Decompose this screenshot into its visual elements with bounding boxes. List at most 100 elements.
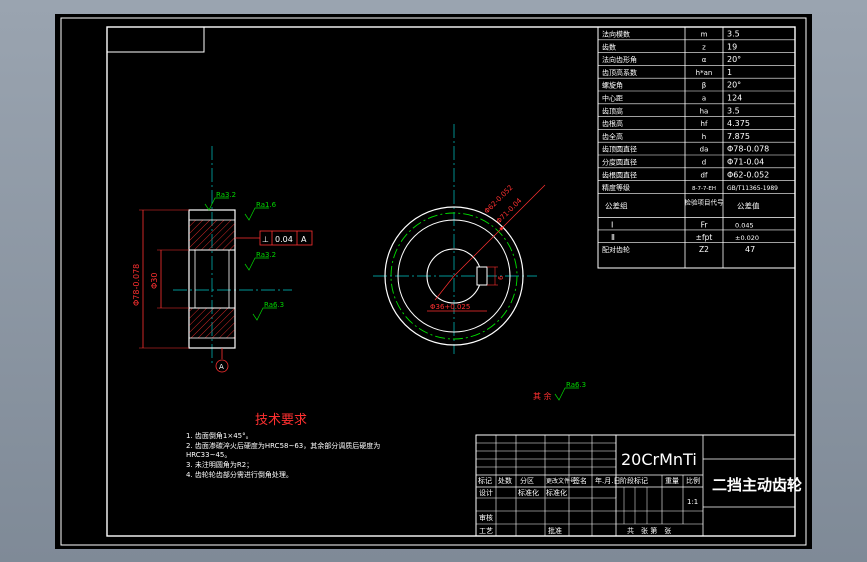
title-block-text: 20CrMnTi 二挡主动齿轮 标记 处数 分区 更改文件号 签名 年.月.日 … — [478, 450, 802, 535]
svg-text:批准: 批准 — [548, 526, 562, 535]
param-cell: 1 — [727, 68, 732, 77]
keyway — [476, 266, 488, 286]
param-cell: Ⅰ — [611, 220, 613, 229]
roughness-symbol: Ra3.2 — [244, 251, 276, 271]
param-cell: ±0.020 — [735, 234, 759, 242]
svg-text:其 余: 其 余 — [533, 391, 552, 401]
tolerance-frame — [259, 230, 313, 246]
material-text: 20CrMnTi — [621, 450, 697, 469]
param-cell: m — [701, 31, 708, 39]
svg-text:审核: 审核 — [479, 513, 493, 522]
svg-text:工艺: 工艺 — [479, 527, 493, 535]
tech-req-title: 技术要求 — [255, 413, 307, 428]
svg-text:标记: 标记 — [478, 476, 492, 485]
param-cell: z — [702, 43, 706, 51]
remaining-roughness: 其 余 Ra6.3 — [533, 381, 586, 401]
param-cell: 20° — [727, 55, 741, 64]
param-cell: d — [702, 159, 706, 167]
param-cell: GB/T11365-1989 — [727, 185, 778, 192]
svg-text:1:1: 1:1 — [687, 498, 698, 506]
param-cell: Ⅱ — [611, 233, 615, 242]
tech-req-item: 4. 齿轮轮齿部分需进行倒角处理。 — [186, 470, 293, 479]
svg-text:A: A — [219, 363, 224, 371]
param-cell: a — [702, 95, 706, 103]
svg-text:Ra1.6: Ra1.6 — [256, 201, 277, 209]
part-name: 二挡主动齿轮 — [712, 476, 802, 494]
param-cell: hf — [701, 120, 708, 128]
perpendicularity-symbol: ⊥ — [262, 235, 269, 244]
param-cell: 20° — [727, 81, 741, 90]
param-cell: ha — [700, 107, 709, 115]
param-cell: Φ71-0.04 — [727, 158, 764, 167]
param-cell: 中心距 — [602, 94, 623, 103]
drawing-number-box — [106, 26, 205, 53]
param-cell: 齿全高 — [602, 132, 623, 141]
param-cell: α — [702, 56, 707, 64]
param-cell: 齿顶圆直径 — [602, 145, 637, 154]
param-cell: h — [702, 133, 706, 141]
param-cell: 124 — [727, 94, 742, 103]
param-cell: 检验项目代号 — [685, 197, 725, 206]
param-cell: 法向模数 — [602, 30, 630, 39]
param-cell: 精度等级 — [602, 183, 630, 192]
param-cell: 19 — [727, 42, 737, 51]
param-cell: β — [702, 82, 706, 90]
param-cell: 公差值 — [737, 200, 760, 210]
svg-text:签名: 签名 — [573, 476, 587, 485]
param-cell: 7.875 — [727, 132, 750, 141]
param-cell: Φ62-0.052 — [727, 170, 769, 179]
param-cell: 4.375 — [727, 119, 750, 128]
svg-text:比例: 比例 — [686, 476, 700, 485]
pitch-circle — [390, 212, 518, 340]
roughness-symbol: Ra1.6 — [244, 201, 277, 221]
svg-text:处数: 处数 — [498, 476, 512, 485]
technical-requirements: 技术要求 1. 齿面倒角1×45°。 2. 齿面渗碳淬火后硬度为HRC58~63… — [186, 413, 380, 479]
param-cell: 配对齿轮 — [602, 245, 630, 254]
param-cell: 3.5 — [727, 30, 740, 39]
roughness-symbol: Ra6.3 — [252, 301, 284, 321]
svg-text:Ra6.3: Ra6.3 — [264, 301, 284, 309]
svg-text:重量: 重量 — [665, 477, 679, 485]
param-cell: 公差组 — [605, 200, 628, 210]
svg-text:标准化: 标准化 — [518, 488, 539, 497]
bore-diameter-text: Φ36+0.025 — [430, 303, 470, 311]
datum-a-bubble — [215, 359, 229, 373]
datum-ref: A — [301, 235, 307, 244]
tech-req-item: 3. 未注明圆角为R2； — [186, 460, 253, 469]
front-view: Φ62-0.052 Φ71-0.04 Φ36+0.025 6 — [373, 124, 546, 354]
param-cell: 8-7-7-EH — [692, 186, 716, 192]
svg-text:年.月.日: 年.月.日 — [595, 476, 620, 485]
svg-text:标准化: 标准化 — [546, 488, 567, 497]
roughness-symbol: Ra3.2 — [204, 191, 236, 211]
inner-frame — [106, 26, 796, 537]
svg-text:Ra3.2: Ra3.2 — [216, 191, 236, 199]
outer-frame — [60, 17, 807, 546]
svg-text:分区: 分区 — [520, 476, 534, 485]
param-cell: 齿顶高 — [602, 106, 623, 115]
param-cell: ±fpt — [696, 233, 713, 242]
param-cell: Fr — [701, 220, 709, 229]
bore-dimension-text: Φ30 — [150, 273, 159, 289]
param-cell: 螺旋角 — [602, 81, 623, 90]
param-cell: 法向齿形角 — [602, 55, 637, 64]
param-cell: 齿顶高系数 — [602, 68, 637, 77]
param-cell: 齿数 — [602, 42, 616, 51]
param-cell: df — [701, 171, 708, 179]
upper-hatch — [188, 219, 236, 251]
svg-text:共 张 第 张: 共 张 第 张 — [627, 526, 671, 535]
param-cell: 分度圆直径 — [602, 158, 637, 167]
keyway-dimension: 6 — [497, 275, 505, 280]
svg-text:Ra6.3: Ra6.3 — [566, 381, 586, 389]
param-cell: Φ78-0.078 — [727, 145, 769, 154]
gear-blank-outline — [188, 209, 236, 349]
tech-req-item: HRC33~45。 — [186, 451, 231, 459]
param-cell: da — [700, 146, 709, 154]
section-view: Φ78-0.078 Φ30 ⊥ 0.04 A A Ra3.2 Ra1.6 Ra3… — [132, 146, 313, 373]
tech-req-item: 1. 齿面倒角1×45°。 — [186, 431, 253, 440]
param-cell: 齿根圆直径 — [602, 170, 637, 179]
param-cell: Z2 — [699, 245, 709, 254]
tech-req-item: 2. 齿面渗碳淬火后硬度为HRC58~63，其余部分调质后硬度为 — [186, 441, 380, 450]
